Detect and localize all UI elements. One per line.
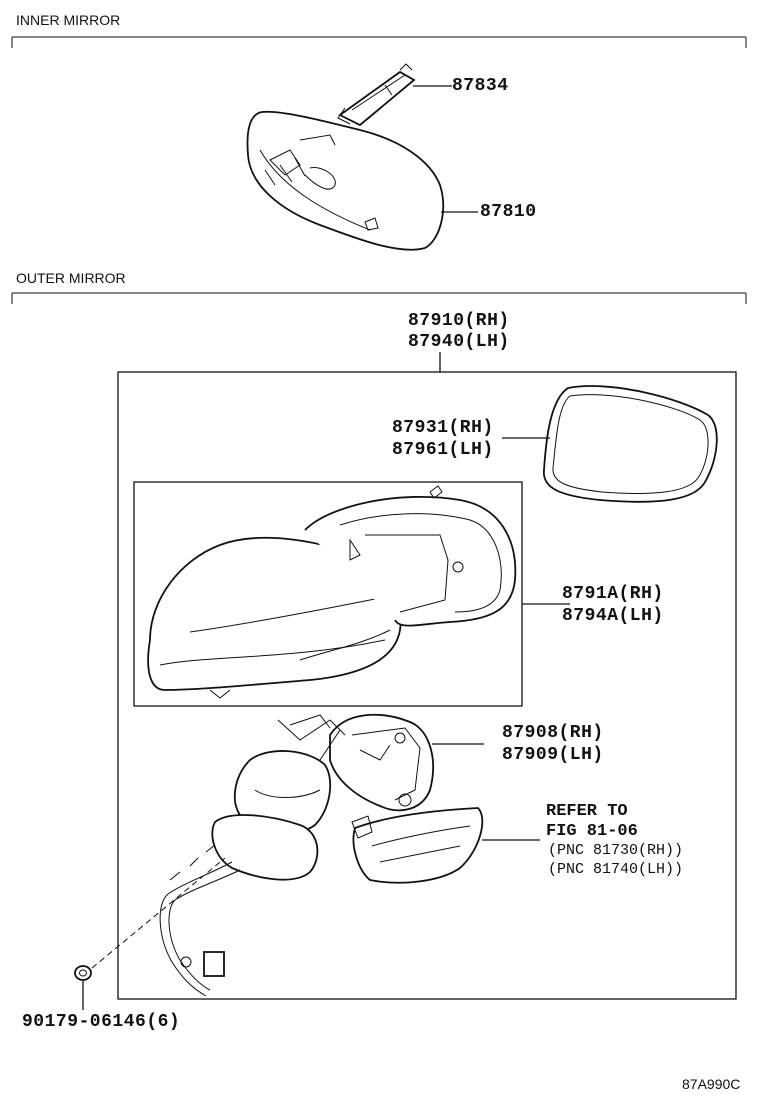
wire-harness-drawing — [159, 844, 241, 997]
mirror-glass-drawing — [543, 385, 718, 503]
nut-drawing — [74, 965, 92, 981]
outer-mirror-title: OUTER MIRROR — [16, 270, 126, 286]
part-number-glass-rh: 87931(RH) — [392, 418, 494, 438]
part-number-cover-lh: 8794A(LH) — [562, 606, 664, 626]
part-number-nut: 90179-06146(6) — [22, 1012, 181, 1032]
mirror-housing-drawing — [147, 485, 517, 699]
outer-section-bracket — [11, 292, 747, 304]
reference-line-2: FIG 81-06 — [546, 822, 638, 841]
part-number-motor-lh: 87909(LH) — [502, 745, 604, 765]
part-number-motor-rh: 87908(RH) — [502, 723, 604, 743]
inner-section-bracket — [11, 36, 747, 48]
mirror-cover-87834-drawing — [337, 63, 416, 127]
part-number-87810: 87810 — [480, 202, 537, 222]
part-number-cover-rh: 8791A(RH) — [562, 584, 664, 604]
diagram-code: 87A990C — [682, 1076, 741, 1092]
part-number-87834: 87834 — [452, 76, 509, 96]
reference-line-3: (PNC 81730(RH)) — [548, 842, 684, 859]
turn-signal-drawing — [351, 807, 484, 884]
mirror-base-drawing — [211, 714, 346, 881]
reference-line-4: (PNC 81740(LH)) — [548, 861, 684, 878]
outer-assembly-frame — [117, 371, 737, 1000]
part-number-assy-rh: 87910(RH) — [408, 311, 510, 331]
reference-line-1: REFER TO — [546, 802, 628, 821]
inner-mirror-title: INNER MIRROR — [16, 12, 121, 28]
part-number-glass-lh: 87961(LH) — [392, 440, 494, 460]
inner-mirror-87810-drawing — [246, 110, 444, 251]
nut-leader-dashed — [91, 857, 226, 969]
part-number-assy-lh: 87940(LH) — [408, 332, 510, 352]
cover-group-frame — [133, 481, 523, 707]
